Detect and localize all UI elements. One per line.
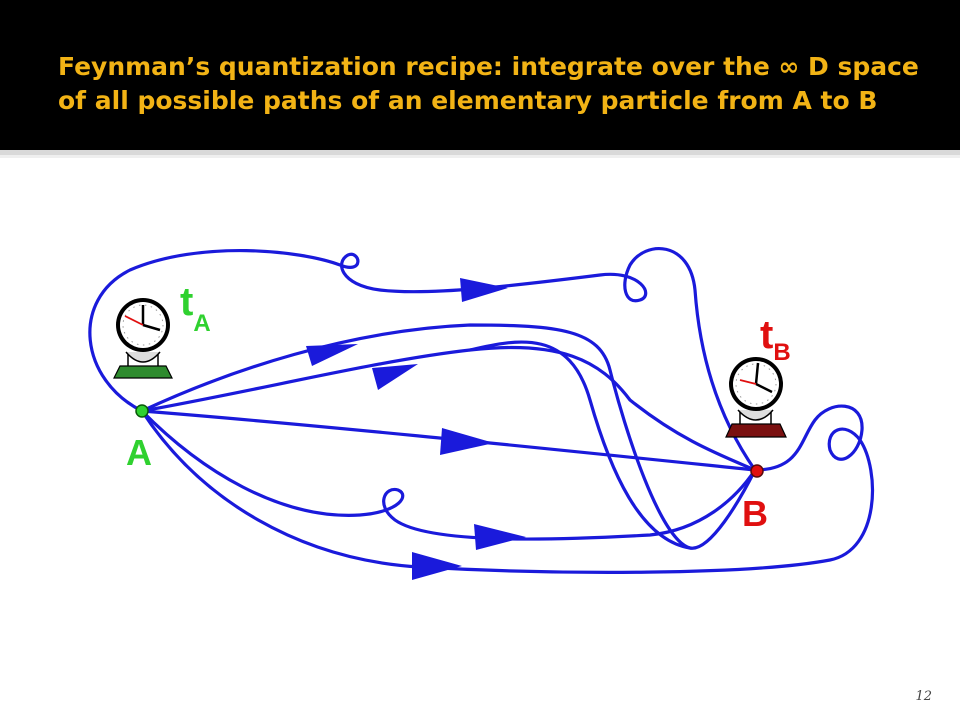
point-b	[750, 464, 764, 478]
slide-title-line-2: of all possible paths of an elementary p…	[58, 86, 878, 115]
path-arrowheads	[306, 278, 526, 580]
arrowhead-top	[460, 278, 508, 302]
arrowhead-lowest	[412, 552, 462, 580]
title-divider	[0, 150, 960, 155]
clock-a-icon	[113, 298, 173, 379]
path-upper-second	[140, 345, 757, 472]
clock-b-icon	[725, 357, 787, 438]
time-b-subscript: B	[773, 339, 790, 366]
arrowhead-upper-2	[372, 364, 418, 390]
arrowhead-upper-1	[306, 344, 358, 366]
path-crossing-strand	[468, 340, 692, 550]
path-upper-crossing	[140, 323, 757, 550]
path-top-loop	[88, 246, 757, 472]
title-bar: Feynman’s quantization recipe: integrate…	[0, 0, 960, 150]
point-a	[135, 404, 149, 418]
arrowhead-lower	[474, 524, 526, 550]
slide-title: Feynman’s quantization recipe: integrate…	[58, 50, 938, 118]
time-b-label: tB	[760, 313, 791, 366]
point-a-label: A	[126, 432, 152, 473]
slide-title-line-1: Feynman’s quantization recipe: integrate…	[58, 52, 919, 81]
path-lowest-wide	[140, 404, 875, 574]
path-lower-loop	[140, 409, 757, 541]
point-b-label: B	[742, 493, 768, 534]
particle-paths	[88, 246, 875, 574]
arrowhead-middle	[440, 428, 494, 455]
time-a-label: tA	[180, 280, 211, 337]
page-number: 12	[915, 689, 932, 704]
time-a-subscript: A	[193, 310, 210, 337]
time-b-symbol: t	[760, 313, 773, 357]
title-divider-shadow	[0, 155, 960, 158]
time-a-symbol: t	[180, 280, 193, 324]
